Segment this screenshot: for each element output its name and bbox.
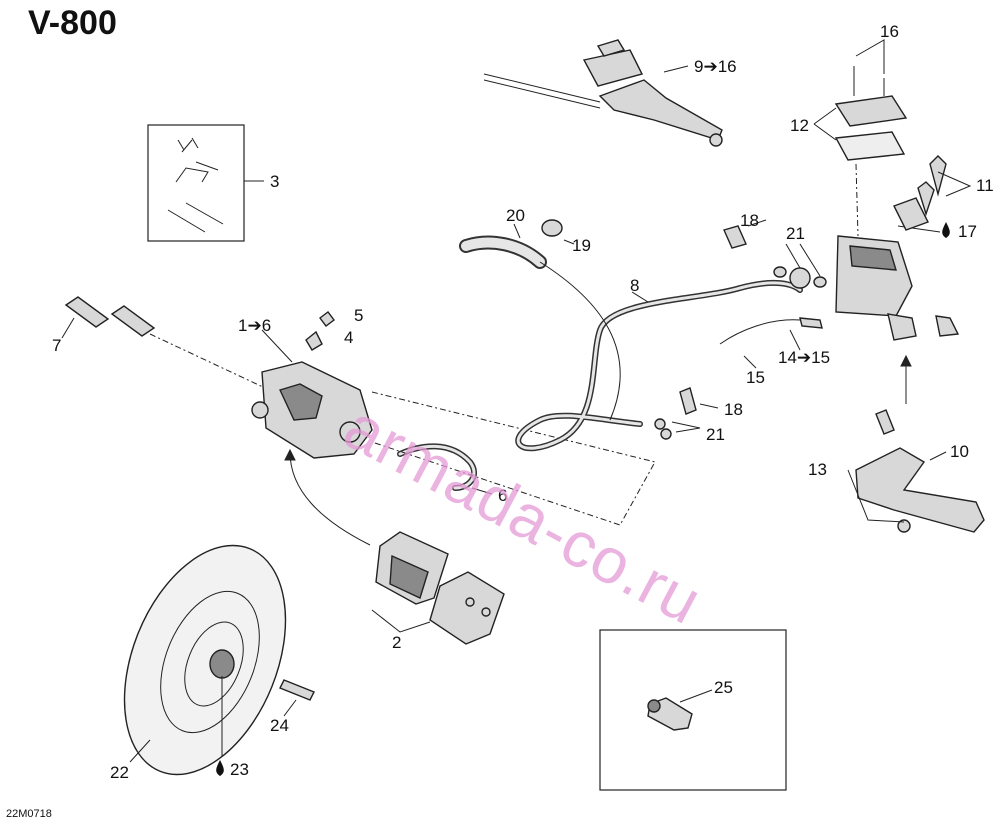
callout-5: 5 bbox=[354, 306, 363, 325]
callout-18-upper: 18 bbox=[740, 211, 759, 230]
reservoir-cap bbox=[813, 39, 972, 237]
top-master-cylinder bbox=[483, 39, 723, 147]
banjo-fitting-lower bbox=[654, 387, 719, 440]
diagram-title: V-800 bbox=[28, 4, 117, 42]
callout-23: 23 bbox=[230, 760, 249, 779]
callout-13: 13 bbox=[808, 460, 827, 479]
callout-17: 17 bbox=[958, 222, 977, 241]
brake-lever bbox=[847, 354, 985, 533]
brake-disc bbox=[123, 544, 287, 776]
callout-18-lower: 18 bbox=[724, 400, 743, 419]
disc-key bbox=[279, 679, 315, 717]
callout-11: 11 bbox=[976, 176, 994, 195]
callout-2: 2 bbox=[392, 633, 401, 652]
callout-19: 19 bbox=[572, 236, 591, 255]
callout-1-6: 1➔6 bbox=[238, 316, 271, 335]
callout-24: 24 bbox=[270, 716, 289, 735]
brake-hose bbox=[515, 261, 803, 452]
brake-pads bbox=[371, 531, 505, 645]
callout-15: 15 bbox=[746, 368, 765, 387]
callout-4: 4 bbox=[344, 328, 353, 347]
callout-21-upper: 21 bbox=[786, 224, 805, 243]
callouts: 1➔6 2 3 4 5 6 7 8 9➔16 10 11 12 13 14➔15… bbox=[52, 22, 994, 782]
hose-cover bbox=[459, 219, 575, 269]
callout-22: 22 bbox=[110, 763, 129, 782]
drawing-code: 22M0718 bbox=[6, 808, 52, 820]
callout-9-16: 9➔16 bbox=[694, 57, 737, 76]
callout-21-lower: 21 bbox=[706, 425, 725, 444]
master-cylinder bbox=[723, 219, 960, 341]
callout-12: 12 bbox=[790, 116, 809, 135]
callout-14-15: 14➔15 bbox=[778, 348, 830, 367]
callout-20: 20 bbox=[506, 206, 525, 225]
bleeder-line bbox=[397, 443, 493, 495]
callout-8: 8 bbox=[630, 276, 639, 295]
callout-10: 10 bbox=[950, 442, 969, 461]
fluid-drop-icon bbox=[942, 222, 950, 238]
clip-box bbox=[599, 629, 787, 791]
callout-3: 3 bbox=[270, 172, 279, 191]
fluid-drop-icon bbox=[216, 760, 224, 776]
brake-caliper bbox=[251, 311, 373, 459]
callout-25: 25 bbox=[714, 678, 733, 697]
caliper-bolts bbox=[61, 296, 281, 396]
callout-6: 6 bbox=[498, 486, 507, 505]
switch-wire bbox=[719, 317, 823, 369]
pin-kit-box bbox=[147, 124, 264, 242]
callout-16: 16 bbox=[880, 22, 899, 41]
callout-7: 7 bbox=[52, 336, 61, 355]
